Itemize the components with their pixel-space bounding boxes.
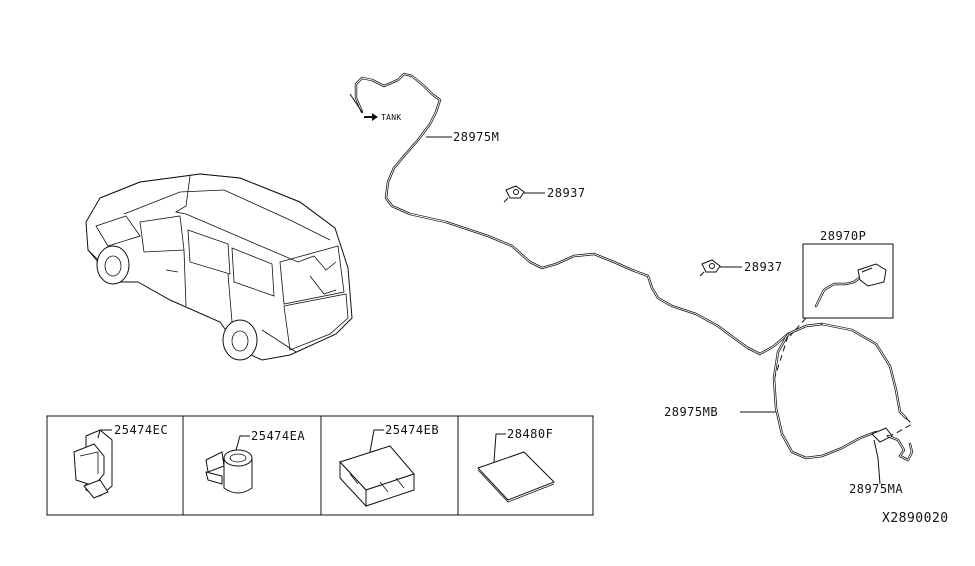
part-no-3: 28480F — [507, 427, 553, 441]
nozzle-icon — [503, 185, 525, 203]
label-28975ma: 28975MA — [849, 482, 903, 496]
label-28975mb: 28975MB — [664, 405, 718, 419]
label-28975m: 28975M — [453, 130, 499, 144]
tank-label: TANK — [381, 113, 401, 122]
nozzle-icon — [699, 259, 721, 277]
pad-icon — [477, 451, 555, 503]
clamp-icon — [205, 449, 253, 494]
diagram-id: X2890020 — [882, 511, 949, 526]
part-no-1: 25474EA — [251, 429, 305, 443]
label-28970p: 28970P — [820, 229, 866, 243]
part-no-0: 25474EC — [114, 423, 168, 437]
hose-28975ma — [871, 427, 914, 462]
clip-icon — [73, 429, 113, 499]
part-no-2: 25474EB — [385, 423, 439, 437]
bracket-icon — [339, 445, 415, 508]
label-28937-upper: 28937 — [547, 186, 586, 200]
hose-28975mb — [772, 322, 913, 460]
hose-28975m — [349, 72, 824, 356]
label-28937-lower: 28937 — [744, 260, 783, 274]
van-illustration — [85, 173, 353, 361]
tank-arrow — [364, 113, 378, 121]
nozzle-assy-box — [802, 243, 894, 319]
